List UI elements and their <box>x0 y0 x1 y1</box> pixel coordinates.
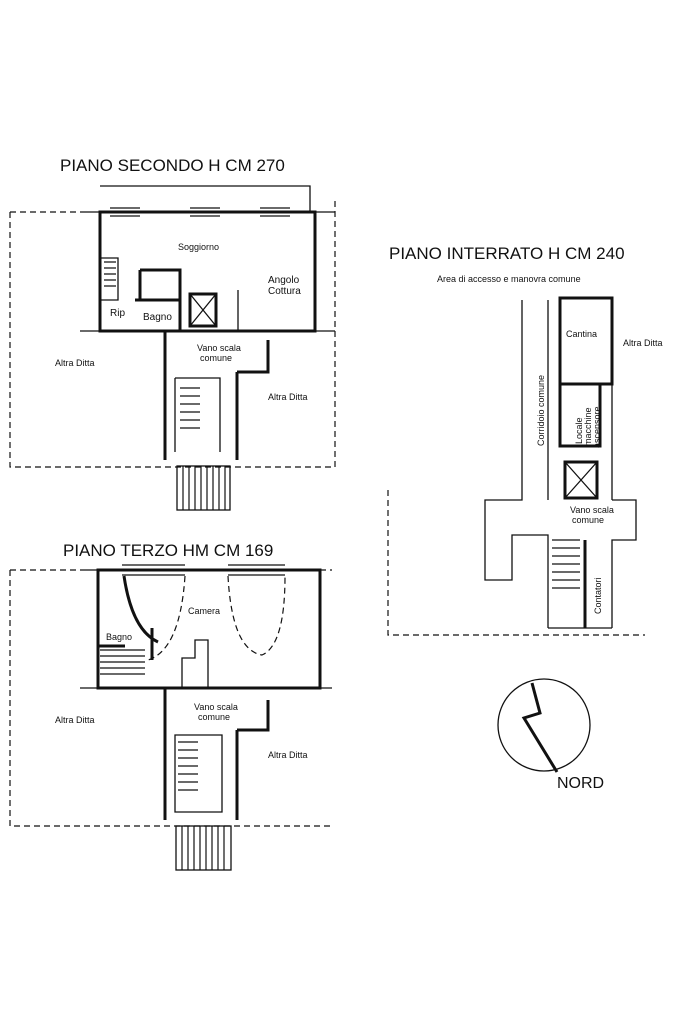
third-floor-stair-treads <box>178 741 198 791</box>
third-vano-label-2: comune <box>198 712 230 722</box>
second-bagno-label: Bagno <box>143 312 172 323</box>
second-rip-label: Rip <box>110 308 125 319</box>
basement-contatori-label: Contatori <box>593 577 603 614</box>
second-angolo-label-1: Angolo <box>268 275 300 286</box>
second-floor-balcony <box>100 185 311 212</box>
third-bagno-label: Bagno <box>106 632 132 642</box>
basement-plan: PIANO INTERRATO H CM 240 Area di accesso… <box>387 244 663 636</box>
compass-needle-icon <box>521 682 559 773</box>
second-floor-bathroom-walls <box>135 268 182 331</box>
third-floor-entry-treads <box>181 826 225 870</box>
second-angolo-label-2: Cottura <box>268 286 301 297</box>
second-floor-rip-stair <box>104 261 116 287</box>
second-floor-entry-steps <box>176 465 231 511</box>
third-floor-windows <box>122 564 285 576</box>
second-floor-elevator <box>188 292 218 328</box>
second-floor-stair-treads <box>180 387 200 429</box>
third-altra-right-label: Altra Ditta <box>268 750 308 760</box>
second-soggiorno-label: Soggiorno <box>178 242 219 252</box>
basement-corridor-walls <box>547 300 637 629</box>
third-floor-plan: PIANO TERZO HM CM 169 Camera Bagno Vano … <box>9 541 332 871</box>
compass: NORD <box>497 678 604 792</box>
basement-corridor-outline <box>484 300 549 628</box>
third-floor-apartment-walls <box>96 568 322 690</box>
third-floor-entry-steps <box>175 825 232 871</box>
second-altra-left-label: Altra Ditta <box>55 358 95 368</box>
basement-corridoio-label: Corridoio comune <box>536 375 546 446</box>
second-floor-rip-walls <box>100 257 119 301</box>
second-floor-title: PIANO SECONDO H CM 270 <box>60 156 285 175</box>
third-floor-bathroom-walls <box>98 628 154 660</box>
third-floor-stair-inner <box>174 734 223 813</box>
basement-cantina-walls <box>558 296 614 386</box>
third-vano-label-1: Vano scala <box>194 702 238 712</box>
third-altra-left-label: Altra Ditta <box>55 715 95 725</box>
second-floor-plan: PIANO SECONDO H CM 270 Soggiorno Angolo … <box>9 156 336 511</box>
third-floor-stair-void <box>181 639 209 688</box>
basement-title: PIANO INTERRATO H CM 240 <box>389 244 625 263</box>
basement-locale-label-3: ascensore <box>592 406 602 448</box>
basement-altra-label: Altra Ditta <box>623 338 663 348</box>
second-floor-stair-walls <box>163 331 270 460</box>
third-floor-stair-walls <box>163 688 270 820</box>
basement-locale-label-2: macchine <box>583 407 593 446</box>
basement-vano-label-2: comune <box>572 515 604 525</box>
second-floor-boundary <box>9 200 336 468</box>
basement-stair-treads <box>552 539 580 589</box>
third-floor-arc-1 <box>147 575 186 661</box>
basement-vano-label-1: Vano scala <box>570 505 614 515</box>
basement-subtitle: Area di accesso e manovra comune <box>437 274 581 284</box>
basement-locale-label-1: Locale <box>574 417 584 444</box>
second-floor-apartment-walls <box>98 210 317 333</box>
second-vano-label-2: comune <box>200 353 232 363</box>
compass-label: NORD <box>557 775 604 792</box>
compass-circle <box>497 678 591 772</box>
third-floor-bath-stair <box>100 649 145 675</box>
second-floor-windows <box>110 207 290 217</box>
second-floor-elevator-x <box>189 293 217 327</box>
basement-cantina-label: Cantina <box>566 329 597 339</box>
basement-machine-room <box>558 382 602 448</box>
basement-boundary <box>387 490 645 636</box>
basement-elevator <box>563 460 599 500</box>
third-floor-arc-2 <box>227 575 286 656</box>
second-altra-right-label: Altra Ditta <box>268 392 308 402</box>
second-floor-stair-inner <box>174 377 221 452</box>
third-floor-title: PIANO TERZO HM CM 169 <box>63 541 273 560</box>
second-floor-entry-treads <box>182 466 226 510</box>
basement-elevator-x <box>564 461 598 499</box>
second-vano-label-1: Vano scala <box>197 343 241 353</box>
third-floor-wall-ext <box>80 569 332 689</box>
third-camera-label: Camera <box>188 606 220 616</box>
